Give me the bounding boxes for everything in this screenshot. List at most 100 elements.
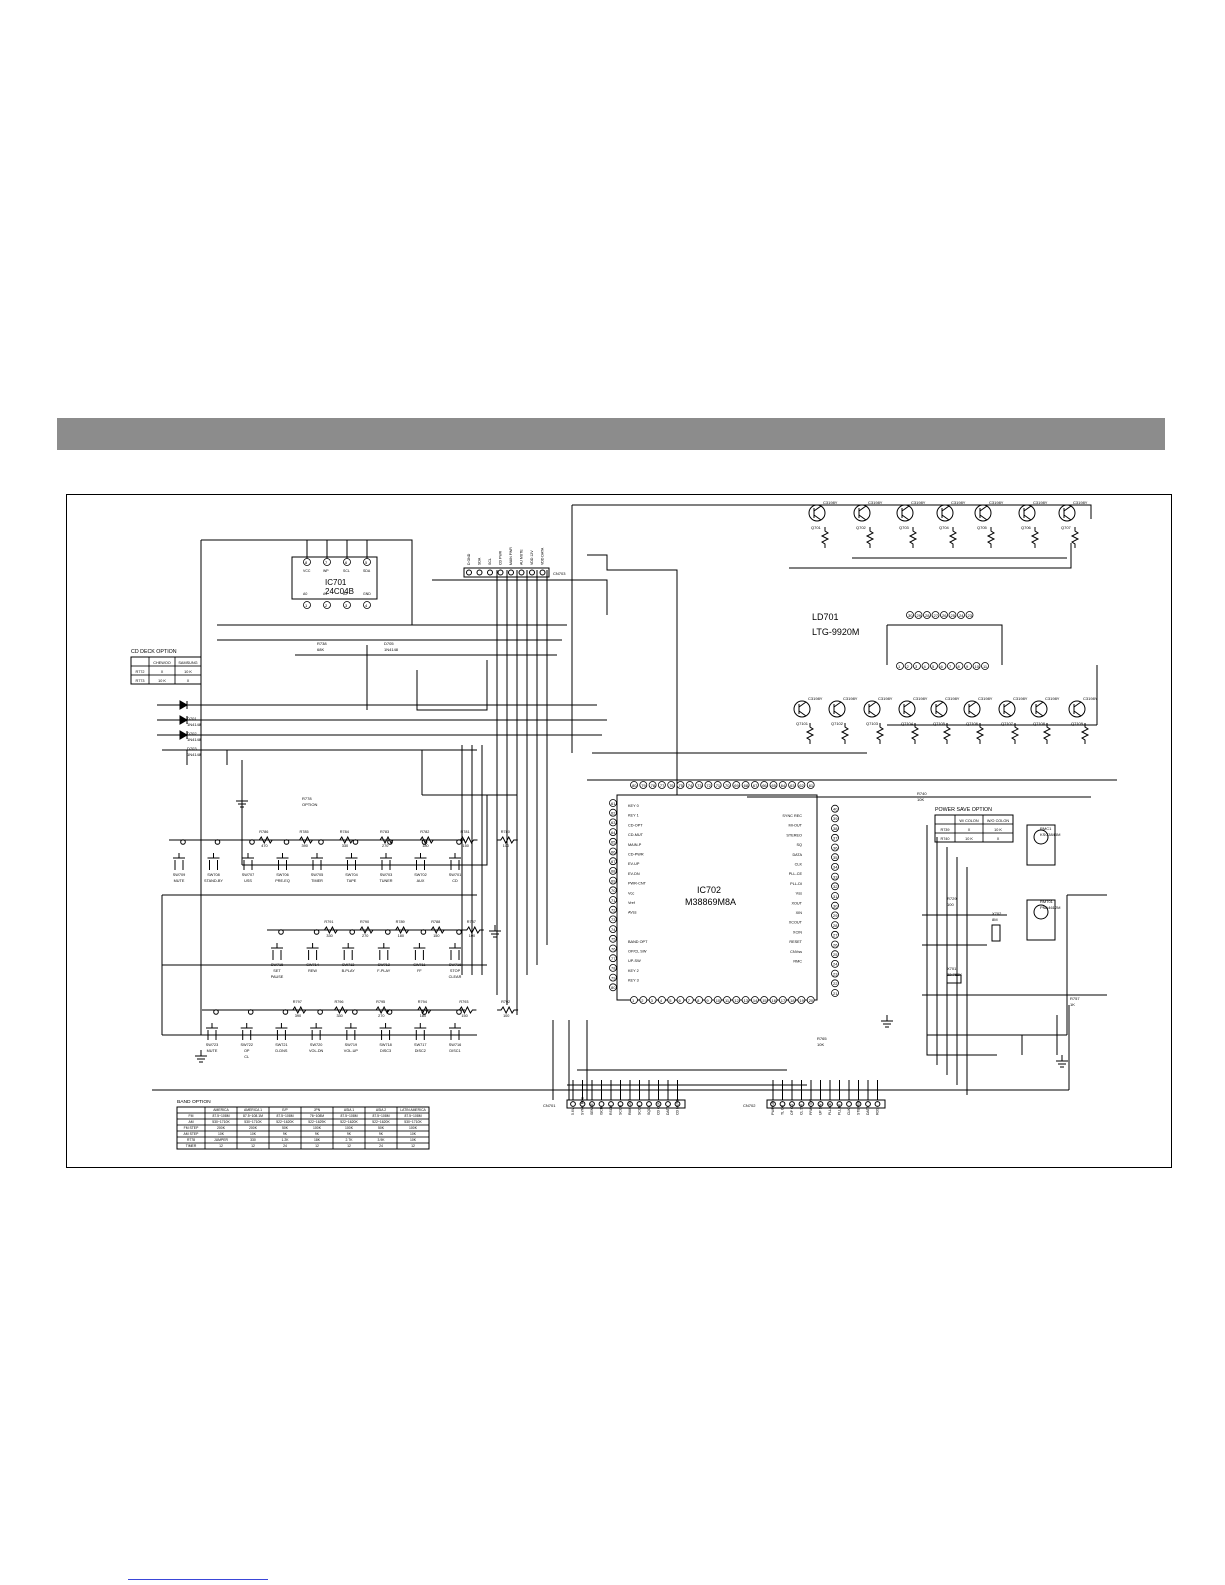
cn703-pin-name: CD PWR bbox=[499, 550, 503, 565]
cn701-pin bbox=[627, 1101, 633, 1107]
pin-number: 35 bbox=[833, 855, 838, 860]
resistor-value: 100 bbox=[469, 934, 475, 938]
rm701-receiver-lens bbox=[1033, 904, 1049, 920]
transistor-part: C3198Y bbox=[911, 500, 926, 505]
cn702-pin-name: PLL-CE bbox=[828, 1102, 832, 1115]
ic702-pin bbox=[667, 781, 676, 789]
pin-number: 31 bbox=[833, 894, 838, 899]
transistor-leads bbox=[1073, 701, 1082, 717]
pin-number: 63 bbox=[611, 820, 616, 825]
cn703-pin-name: SDA bbox=[478, 557, 482, 565]
transistor-symbol bbox=[998, 700, 1016, 718]
cn701-pin-name: SCOR bbox=[619, 1104, 623, 1115]
pin-number: 30 bbox=[908, 613, 913, 618]
pin-number: 75 bbox=[611, 937, 616, 942]
switch-label: STAND-BY bbox=[204, 879, 223, 883]
cn702-pin-name: PLL-DI bbox=[838, 1104, 842, 1115]
resistor-ref: R780 bbox=[501, 830, 510, 834]
base-resistor bbox=[1030, 527, 1040, 548]
ladder-resistor bbox=[496, 835, 518, 845]
ld701-pin bbox=[906, 611, 914, 619]
band-option-cell-text: E/P bbox=[282, 1108, 288, 1112]
ic702-pin bbox=[639, 996, 648, 1004]
ic702-pin bbox=[831, 969, 839, 978]
ic702-pin bbox=[609, 915, 617, 924]
pin-number: 76 bbox=[611, 946, 616, 951]
cn701-ref: CN701 bbox=[543, 1103, 556, 1108]
resistor-ref: R782 bbox=[420, 830, 429, 834]
switch-label: USS bbox=[244, 879, 252, 883]
transistor-symbol bbox=[896, 504, 914, 522]
ld701-pin bbox=[904, 662, 913, 670]
pin-number: 65 bbox=[611, 840, 616, 845]
ic702-pin bbox=[751, 781, 759, 789]
base-resistor bbox=[910, 723, 920, 744]
pin-number: 9 bbox=[706, 998, 709, 1003]
ld701-pin bbox=[914, 611, 923, 619]
pin-number: 8 bbox=[958, 664, 961, 669]
ic702-pin-name: Vref bbox=[628, 901, 636, 905]
ld701-pin bbox=[931, 611, 940, 619]
switch-label: SET bbox=[273, 969, 281, 973]
switch-ref: SW717 bbox=[414, 1043, 426, 1047]
pin-number: 7 bbox=[325, 560, 328, 565]
ic702-pin bbox=[609, 973, 617, 982]
component-ref: R765 bbox=[817, 1036, 827, 1041]
pin-number: 61 bbox=[611, 801, 616, 806]
ic701-pin bbox=[323, 601, 331, 609]
component-value: 68K bbox=[317, 647, 324, 652]
band-option-cell-text: TIMER bbox=[186, 1144, 197, 1148]
ic702-pin bbox=[609, 828, 617, 837]
cd-deck-option-border bbox=[130, 656, 202, 685]
switch-ref: SW723 bbox=[206, 1043, 218, 1047]
pin-number: 10 bbox=[716, 998, 721, 1003]
cd-deck-option-cell-text: X bbox=[187, 679, 190, 683]
resistor-value: 150 bbox=[461, 1014, 467, 1018]
ic701-pin-name: WP bbox=[323, 569, 329, 573]
ic702-pin bbox=[831, 979, 839, 988]
band-option-cell-text: 9K bbox=[347, 1132, 352, 1136]
base-resistor bbox=[986, 527, 996, 548]
ic702-pin bbox=[704, 781, 713, 789]
ic702-pin bbox=[831, 911, 839, 920]
pin-number: 80 bbox=[611, 985, 616, 990]
band-option-cell-text: 530~1710K bbox=[404, 1120, 422, 1124]
switch-label: STOP bbox=[450, 969, 461, 973]
pin-number: 75 bbox=[679, 783, 684, 788]
ic702-pin bbox=[769, 996, 778, 1004]
cn703-pin bbox=[476, 569, 483, 576]
ladder-resistor bbox=[497, 1005, 519, 1015]
transistor-symbol bbox=[828, 700, 846, 718]
band-option-cell-text: 12 bbox=[251, 1144, 255, 1148]
transistor-ref: Q7105 bbox=[933, 721, 946, 726]
ld701-pin bbox=[972, 662, 981, 670]
resistor-ref: R788 bbox=[431, 920, 440, 924]
ic702-ref: IC702 bbox=[697, 885, 721, 895]
band-option-cell-text: 3.9K bbox=[378, 1138, 386, 1142]
pin-number: 32 bbox=[833, 884, 838, 889]
ladder-resistor bbox=[462, 925, 484, 935]
cn702-pin bbox=[855, 1101, 862, 1107]
transistor-part: C3198Y bbox=[878, 696, 893, 701]
transistor-symbol bbox=[808, 504, 826, 522]
ic702-pin-name: RMC bbox=[793, 960, 802, 964]
ic702-pin bbox=[831, 843, 839, 852]
switch-symbol bbox=[379, 1023, 392, 1040]
cn703-pin bbox=[529, 569, 535, 576]
pin-number: 1 bbox=[305, 603, 308, 608]
ic702-pin bbox=[831, 862, 839, 871]
pin-number: 27 bbox=[833, 933, 838, 938]
ic702-pin bbox=[778, 996, 787, 1004]
ic702-pin bbox=[831, 814, 839, 823]
ic702-pin-name: KEY 0 bbox=[628, 804, 639, 808]
switch-ref: SW714 bbox=[306, 963, 318, 967]
ic702-pin bbox=[609, 983, 617, 992]
band-option-cell-text: JPN bbox=[314, 1108, 321, 1112]
ld701-pin bbox=[964, 662, 972, 670]
pin-number: 64 bbox=[611, 830, 616, 835]
switch-label: PRE-EQ bbox=[275, 879, 290, 883]
resistor-ref: R790 bbox=[360, 920, 369, 924]
component-value: 1N4148 bbox=[384, 647, 399, 652]
ic702-pin bbox=[685, 996, 694, 1004]
resistor-ref: R792 bbox=[501, 1000, 510, 1004]
